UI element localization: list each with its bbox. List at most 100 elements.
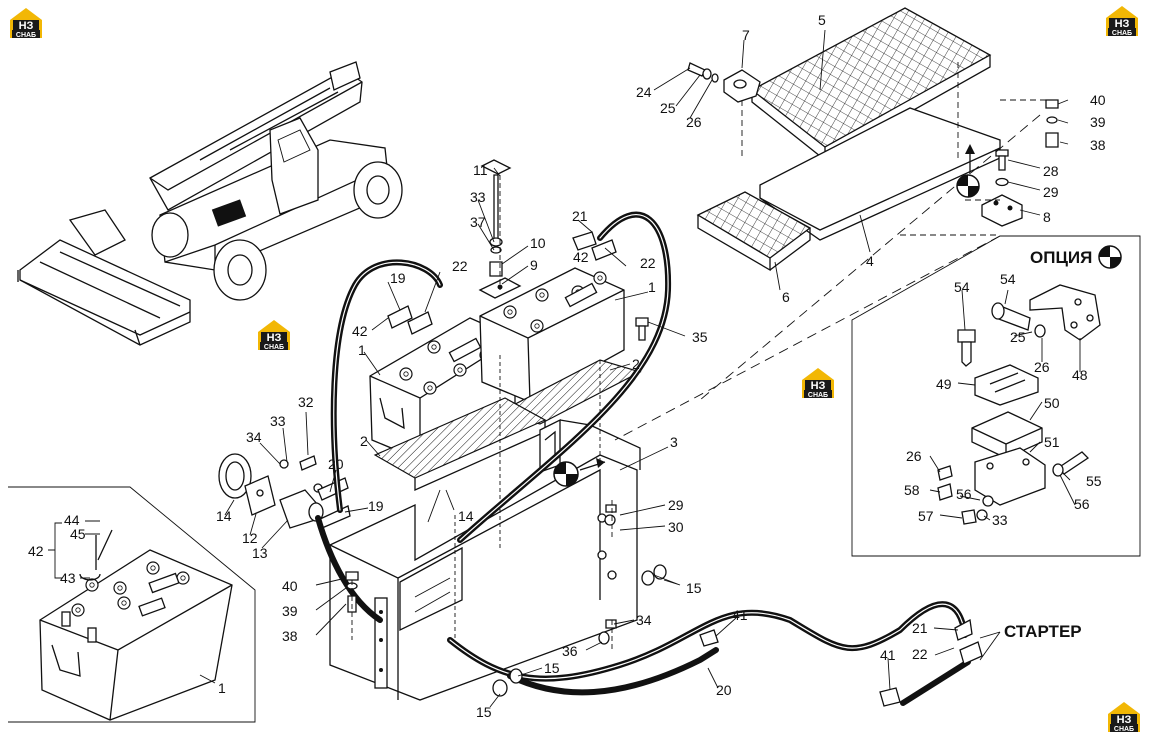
battery-box-3 (329, 418, 641, 701)
callout-2: 2 (632, 356, 640, 372)
inset-frame-option (851, 235, 1141, 557)
callout-7: 7 (742, 27, 750, 43)
svg-text:СНАБ: СНАБ (808, 392, 828, 399)
callout-51: 51 (1044, 434, 1060, 450)
callout-15: 15 (476, 704, 492, 720)
callout-15: 15 (686, 580, 702, 596)
svg-text:НЗ: НЗ (1117, 714, 1132, 726)
callout-39: 39 (282, 603, 298, 619)
bracket-8 (981, 194, 1023, 227)
rod-11 (493, 174, 499, 241)
callout-14: 14 (458, 508, 474, 524)
callout-36: 36 (562, 643, 578, 659)
svg-text:НЗ: НЗ (19, 20, 34, 32)
cable-22 (900, 659, 971, 706)
svg-text:НЗ: НЗ (1115, 18, 1130, 30)
logo-top-left: НЗ СНАБ (10, 8, 42, 39)
callout-43: 43 (60, 570, 76, 586)
callout-19: 19 (368, 498, 384, 514)
callout-15: 15 (544, 660, 560, 676)
callout-33: 33 (270, 413, 286, 429)
callout-14: 14 (216, 508, 232, 524)
callout-labels: 5 7 24 25 26 40 39 38 28 29 8 4 6 11 33 … (28, 12, 1106, 720)
callout-30: 30 (668, 519, 684, 535)
callout-44: 44 (64, 512, 80, 528)
callout-4: 4 (866, 253, 874, 269)
svg-text:СНАБ: СНАБ (1112, 30, 1132, 37)
callout-1: 1 (648, 279, 656, 295)
callout-56: 56 (956, 486, 972, 502)
callout-37: 37 (470, 214, 486, 230)
callout-19: 19 (390, 270, 406, 286)
callout-38: 38 (1090, 137, 1106, 153)
callout-55: 55 (1086, 473, 1102, 489)
option-symbol-plate (956, 174, 980, 198)
switch-13 (279, 483, 324, 529)
callout-26: 26 (906, 448, 922, 464)
callout-20: 20 (716, 682, 732, 698)
logo-mid-right: НЗ СНАБ (802, 368, 834, 399)
callout-54: 54 (1000, 271, 1016, 287)
callout-25: 25 (1010, 329, 1026, 345)
logo-top-right: НЗ СНАБ (1106, 6, 1138, 37)
callout-6: 6 (782, 289, 790, 305)
callout-21: 21 (572, 208, 588, 224)
logo-bottom-right: НЗ СНАБ (1108, 702, 1140, 733)
callout-22: 22 (912, 646, 928, 662)
callout-45: 45 (70, 526, 86, 542)
option-symbol-heading (1098, 245, 1122, 269)
callout-40: 40 (1090, 92, 1106, 108)
svg-text:НЗ: НЗ (811, 380, 826, 392)
callout-50: 50 (1044, 395, 1060, 411)
callout-26: 26 (686, 114, 702, 130)
callout-32: 32 (298, 394, 314, 410)
svg-text:СНАБ: СНАБ (264, 344, 284, 351)
svg-text:СНАБ: СНАБ (1114, 726, 1134, 733)
svg-text:СНАБ: СНАБ (16, 32, 36, 39)
cable-19-left (315, 515, 383, 623)
ring-14 (218, 453, 252, 499)
callout-40: 40 (282, 578, 298, 594)
callout-57: 57 (918, 508, 934, 524)
option-bracket-49 (974, 364, 1039, 406)
callout-13: 13 (252, 545, 268, 561)
callout-21: 21 (912, 620, 928, 636)
callout-42: 42 (573, 249, 589, 265)
callout-9: 9 (530, 257, 538, 273)
option-symbol-main (553, 461, 579, 487)
callout-41: 41 (732, 607, 748, 623)
callout-33: 33 (470, 189, 486, 205)
bracket-7 (723, 69, 761, 103)
inset-frame-left (8, 486, 256, 723)
callout-10: 10 (530, 235, 546, 251)
callout-39: 39 (1090, 114, 1106, 130)
callout-38: 38 (282, 628, 298, 644)
callout-12: 12 (242, 530, 258, 546)
callout-49: 49 (936, 376, 952, 392)
callout-29: 29 (668, 497, 684, 513)
callout-1: 1 (358, 342, 366, 358)
callout-56: 56 (1074, 496, 1090, 512)
option-bolt-54a (991, 302, 1031, 331)
option-pad-50 (971, 411, 1043, 459)
callout-25: 25 (660, 100, 676, 116)
callout-54: 54 (954, 279, 970, 295)
callout-8: 8 (1043, 209, 1051, 225)
svg-text:НЗ: НЗ (267, 332, 282, 344)
callout-24: 24 (636, 84, 652, 100)
callout-42: 42 (28, 543, 44, 559)
callout-3: 3 (670, 434, 678, 450)
option-bolt-54b (957, 329, 976, 367)
cable-20 (507, 647, 719, 696)
callout-48: 48 (1072, 367, 1088, 383)
starter-label: СТАРТЕР (1004, 622, 1082, 641)
callout-26: 26 (1034, 359, 1050, 375)
callout-28: 28 (1043, 163, 1059, 179)
leader-lines (224, 29, 1081, 708)
option-heading: ОПЦИЯ (1030, 248, 1092, 267)
callout-58: 58 (904, 482, 920, 498)
callout-11: 11 (473, 162, 488, 178)
bracket-42 (48, 522, 62, 579)
logo-mid-left: НЗ СНАБ (258, 320, 290, 351)
